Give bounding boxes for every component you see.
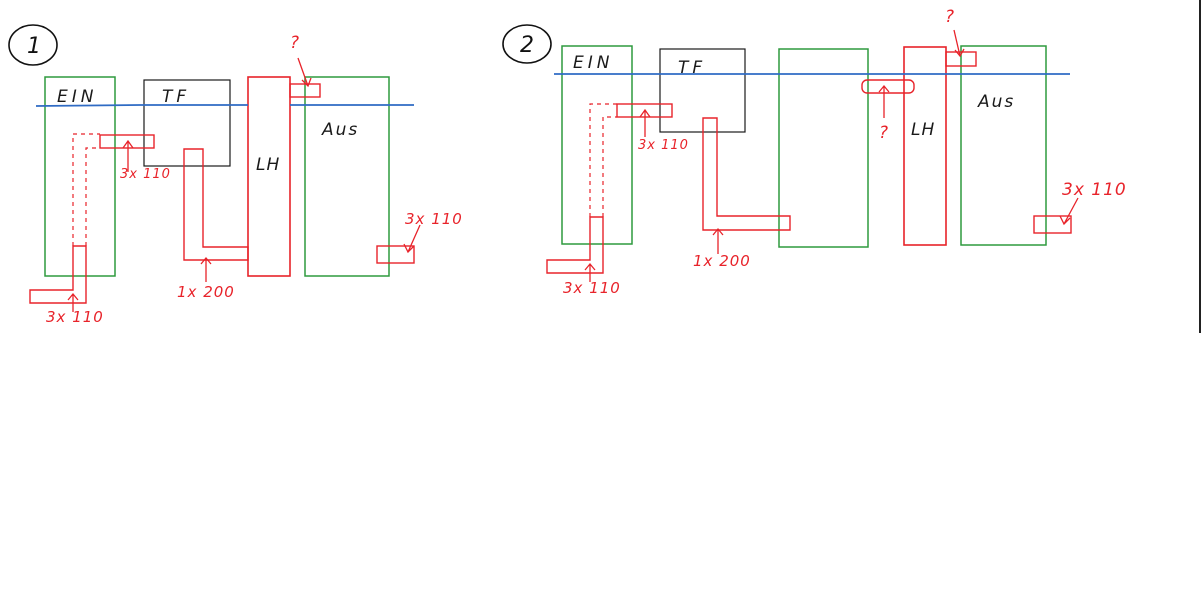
diagram-1: 1 EIN TF LH Aus 3x 110 3x 110 1x 200	[8, 24, 463, 326]
tf-label-2: TF	[678, 58, 706, 78]
label-1x200-1: 1x 200	[177, 283, 235, 301]
tf-tank-1	[143, 79, 231, 167]
lh-tank-1	[247, 76, 291, 277]
arrow-question-top-2	[953, 29, 965, 58]
ein-tank-2	[561, 45, 633, 245]
diagram-2: 2 EIN TF LH Aus 3x 110 3x 110 1x 200	[502, 7, 1127, 297]
inlet-pipe-dashed-inner-1	[85, 147, 100, 246]
question-mark-mid-2: ?	[879, 123, 889, 143]
aus-outlet-pipe-1	[376, 245, 415, 264]
question-mark-top-2: ?	[945, 7, 955, 27]
label-3x110-tf-2: 3x 110	[638, 138, 689, 153]
diagram-2-number-circle	[502, 24, 552, 64]
inlet-pipe-dashed-inner-2	[602, 116, 617, 217]
aus-label-1: Aus	[321, 120, 359, 140]
arrow-tf-inlet-2	[639, 108, 651, 137]
arrow-aus-outlet-2	[1059, 197, 1079, 226]
ein-tank-1	[44, 76, 116, 277]
middle-tank-2	[778, 48, 869, 248]
label-3x110-aus-1: 3x 110	[405, 210, 463, 228]
lh-tank-2	[903, 46, 947, 246]
tf-to-middle-pipe-2	[702, 117, 791, 231]
arrow-inlet-2	[584, 262, 596, 282]
middle-lh-connection-2	[861, 79, 915, 94]
aus-outlet-pipe-2	[1033, 215, 1072, 234]
lh-aus-connection-1	[289, 83, 321, 98]
arrow-aus-outlet-1	[403, 224, 421, 254]
label-3x110-inlet-1: 3x 110	[46, 308, 104, 326]
label-3x110-inlet-2: 3x 110	[563, 279, 621, 297]
label-1x200-2: 1x 200	[693, 252, 751, 270]
aus-tank-2	[960, 45, 1047, 246]
arrow-inlet-1	[67, 292, 79, 312]
arrow-question-mid-2	[878, 84, 890, 118]
ein-label-2: EIN	[573, 53, 613, 73]
diagram-2-number: 2	[520, 33, 534, 58]
label-3x110-aus-2: 3x 110	[1062, 180, 1127, 200]
tf-to-lh-pipe-1	[183, 148, 249, 261]
inlet-pipe-2	[546, 216, 604, 274]
inlet-pipe-dashed-2	[589, 103, 617, 217]
question-mark-1: ?	[290, 33, 300, 53]
inlet-pipe-1	[29, 245, 87, 304]
arrow-1x200-2	[712, 227, 724, 254]
arrow-1x200-1	[200, 256, 212, 282]
lh-aus-connection-2	[945, 51, 977, 67]
lh-label-2: LH	[911, 120, 935, 140]
arrow-question-1	[297, 57, 312, 88]
lh-label-1: LH	[256, 155, 280, 175]
aus-tank-1	[304, 76, 390, 277]
water-level-line-1	[35, 104, 414, 107]
aus-label-2: Aus	[977, 92, 1015, 112]
tf-label-1: TF	[162, 87, 190, 107]
inlet-pipe-dashed-1	[72, 133, 100, 246]
tf-inlet-pipe-1	[99, 134, 155, 149]
label-3x110-tf-1: 3x 110	[120, 167, 171, 182]
diagram-1-number: 1	[27, 34, 41, 59]
diagram-1-number-circle	[8, 24, 58, 66]
page-edge-divider	[1199, 0, 1201, 333]
arrow-tf-inlet-1	[122, 139, 134, 172]
ein-label-1: EIN	[57, 87, 97, 107]
